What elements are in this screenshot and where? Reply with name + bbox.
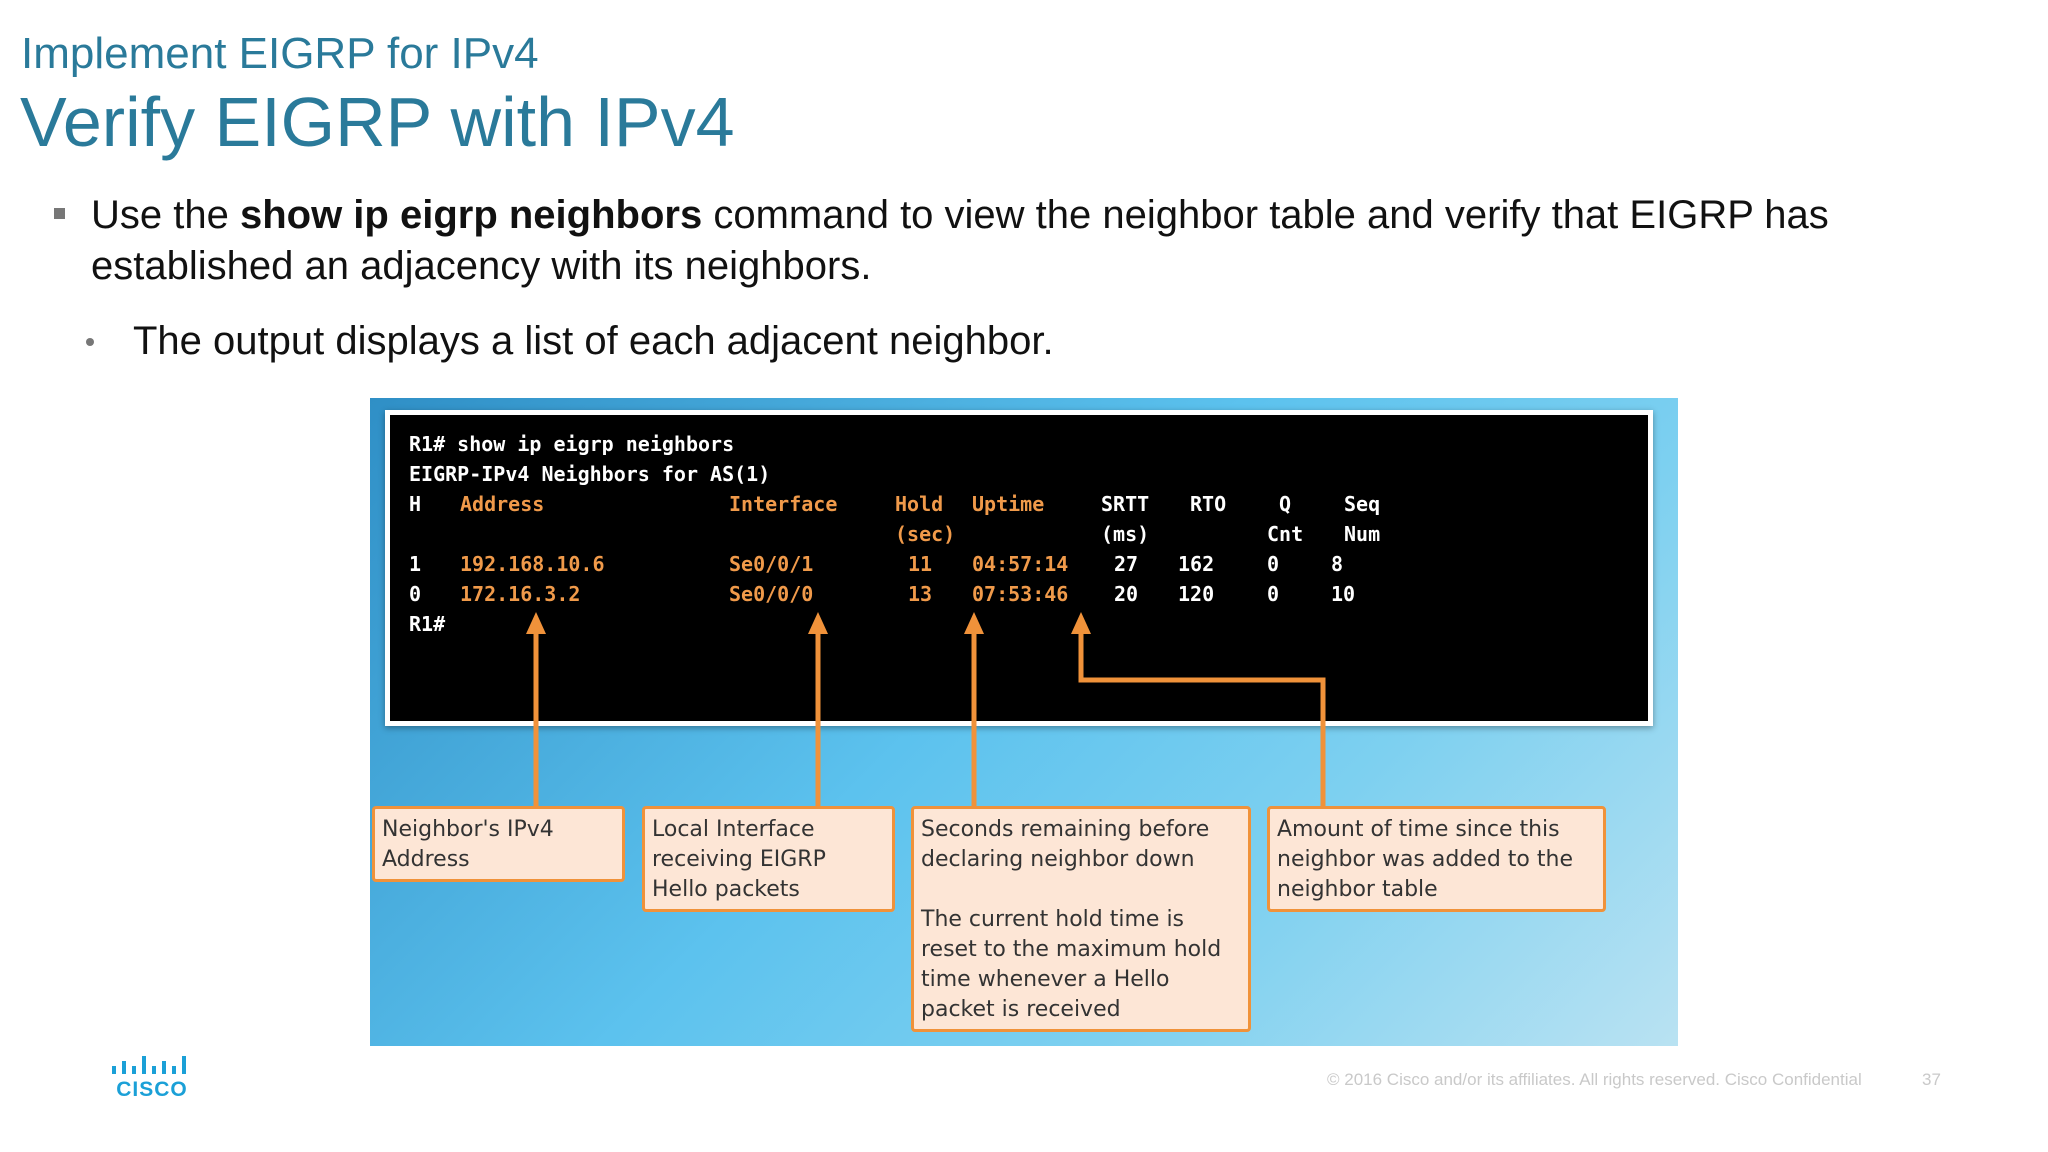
callout-hold-text-1: Seconds remaining before declaring neigh… xyxy=(921,817,1210,872)
row1-interface: Se0/0/1 xyxy=(729,552,814,576)
row1-h: 1 xyxy=(409,552,422,576)
row2-q: 0 xyxy=(1267,582,1280,606)
terminal-window: R1# show ip eigrp neighbors EIGRP-IPv4 N… xyxy=(385,410,1653,726)
terminal-prompt: R1# xyxy=(409,612,446,636)
col-hold-unit: (sec) xyxy=(895,522,956,546)
arrowhead-address xyxy=(526,612,546,634)
slide-title: Verify EIGRP with IPv4 xyxy=(20,83,735,161)
cisco-logo-text: CISCO xyxy=(116,1078,188,1101)
row2-hold: 13 xyxy=(908,582,933,606)
row2-srtt: 20 xyxy=(1114,582,1139,606)
row1-hold: 11 xyxy=(908,552,933,576)
row1-address: 192.168.10.6 xyxy=(460,552,605,576)
callout-interface: Local Interface receiving EIGRP Hello pa… xyxy=(642,806,895,912)
col-h: H xyxy=(409,492,422,516)
bullet-main-command: show ip eigrp neighbors xyxy=(239,193,703,237)
row1-q: 0 xyxy=(1267,552,1280,576)
row2-h: 0 xyxy=(409,582,422,606)
row2-rto: 120 xyxy=(1178,582,1215,606)
arrow-uptime xyxy=(1078,620,1326,808)
row1-srtt: 27 xyxy=(1114,552,1139,576)
cisco-bars-icon xyxy=(112,1056,186,1074)
row2-uptime: 07:53:46 xyxy=(972,582,1069,606)
callout-address: Neighbor's IPv4 Address xyxy=(372,806,625,882)
callout-uptime-text: Amount of time since this neighbor was a… xyxy=(1277,817,1573,902)
row1-uptime: 04:57:14 xyxy=(972,552,1069,576)
col-q-unit: Cnt xyxy=(1267,522,1304,546)
footer-copyright: © 2016 Cisco and/or its affiliates. All … xyxy=(1327,1070,1862,1089)
eigrp-neighbors-figure: R1# show ip eigrp neighbors EIGRP-IPv4 N… xyxy=(370,398,1678,1046)
bullet-sub: The output displays a list of each adjac… xyxy=(86,316,1054,367)
bullet-main: Use the show ip eigrp neighbors command … xyxy=(54,190,1984,292)
callout-hold: Seconds remaining before declaring neigh… xyxy=(911,806,1251,1032)
callout-arrows xyxy=(526,612,1326,808)
callout-hold-text-2: The current hold time is reset to the ma… xyxy=(921,907,1222,1022)
col-interface: Interface xyxy=(729,492,838,516)
dot-bullet-icon xyxy=(86,338,94,346)
page-number: 37 xyxy=(1922,1070,1941,1089)
terminal-command-line: R1# show ip eigrp neighbors xyxy=(409,432,735,456)
callout-address-text: Neighbor's IPv4 Address xyxy=(382,817,554,872)
arrowhead-interface xyxy=(808,612,828,634)
arrowhead-hold xyxy=(964,612,984,634)
col-address: Address xyxy=(460,492,545,516)
row2-seq: 10 xyxy=(1331,582,1356,606)
row2-interface: Se0/0/0 xyxy=(729,582,814,606)
col-uptime: Uptime xyxy=(972,492,1045,516)
col-hold: Hold xyxy=(895,492,944,516)
row1-rto: 162 xyxy=(1178,552,1215,576)
col-srtt-unit: (ms) xyxy=(1101,522,1150,546)
col-seq: Seq xyxy=(1344,492,1381,516)
col-seq-unit: Num xyxy=(1344,522,1381,546)
callout-interface-text: Local Interface receiving EIGRP Hello pa… xyxy=(652,817,826,902)
cisco-logo: CISCO xyxy=(110,1052,194,1102)
slide-subtitle: Implement EIGRP for IPv4 xyxy=(21,29,539,78)
bullet-main-pre: Use the xyxy=(91,193,240,237)
col-rto: RTO xyxy=(1190,492,1227,516)
arrowhead-uptime xyxy=(1071,612,1091,634)
col-q: Q xyxy=(1279,492,1292,516)
bullet-main-text: Use the show ip eigrp neighbors command … xyxy=(54,190,1984,292)
row1-seq: 8 xyxy=(1331,552,1344,576)
row2-address: 172.16.3.2 xyxy=(460,582,581,606)
bullet-sub-text: The output displays a list of each adjac… xyxy=(133,319,1054,363)
square-bullet-icon xyxy=(54,208,65,219)
bullet-main-post: command to view the neighbor table and v… xyxy=(91,193,1829,288)
terminal-header-line: EIGRP-IPv4 Neighbors for AS(1) xyxy=(409,462,771,486)
callout-uptime: Amount of time since this neighbor was a… xyxy=(1267,806,1606,912)
col-srtt: SRTT xyxy=(1101,492,1150,516)
